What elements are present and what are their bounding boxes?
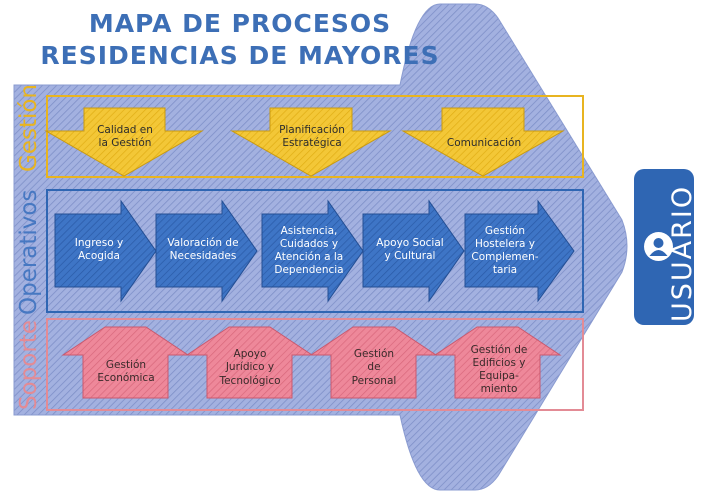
user-icon <box>644 232 673 261</box>
title-line-2: RESIDENCIAS DE MAYORES <box>40 41 440 70</box>
soporte-item-label: Gestión Económica <box>97 358 155 384</box>
soporte-item-label: Gestión de Personal <box>351 348 397 387</box>
title-line-1: MAPA DE PROCESOS <box>88 9 392 38</box>
soporte-item-label: Apoyo Jurídico y Tecnológico <box>219 348 281 387</box>
section-label-gestion: Gestión <box>16 83 42 172</box>
operativos-arrow-5 <box>464 199 575 303</box>
soporte-arrow-2 <box>185 326 314 399</box>
operativos-arrow-4 <box>362 199 465 303</box>
operativos-arrow-2 <box>155 199 258 303</box>
operativos-item-label: Apoyo Social y Cultural <box>376 236 444 262</box>
operativos-item-label: Gestión Hostelera y Complemen- taria <box>471 224 539 277</box>
soporte-arrow-1 <box>61 326 190 399</box>
gestion-item-label: Comunicación <box>446 137 522 150</box>
operativos-arrow-3 <box>261 199 364 303</box>
gestion-frame <box>46 95 584 178</box>
section-label-soporte: Soporte <box>16 320 42 410</box>
section-label-operativos: Operativos <box>16 189 42 315</box>
soporte-item-label: Gestión de Edificios y Equipa- miento <box>470 343 528 396</box>
gestion-arrow-1 <box>44 107 204 177</box>
soporte-frame <box>46 318 584 411</box>
operativos-arrow-1 <box>54 199 157 303</box>
operativos-item-label: Asistencia, Cuidados y Atención a la Dep… <box>274 224 344 277</box>
operativos-frame <box>46 189 584 313</box>
gestion-arrow-2 <box>230 107 392 177</box>
operativos-item-label: Ingreso y Acogida <box>74 236 124 262</box>
soporte-arrow-3 <box>309 326 438 399</box>
gestion-arrow-3 <box>401 107 565 177</box>
gestion-item-label: Planificación Estratégica <box>279 123 345 149</box>
operativos-item-label: Valoración de Necesidades <box>167 236 239 262</box>
gestion-item-label: Calidad en la Gestión <box>97 123 153 149</box>
soporte-arrow-4 <box>433 326 562 399</box>
